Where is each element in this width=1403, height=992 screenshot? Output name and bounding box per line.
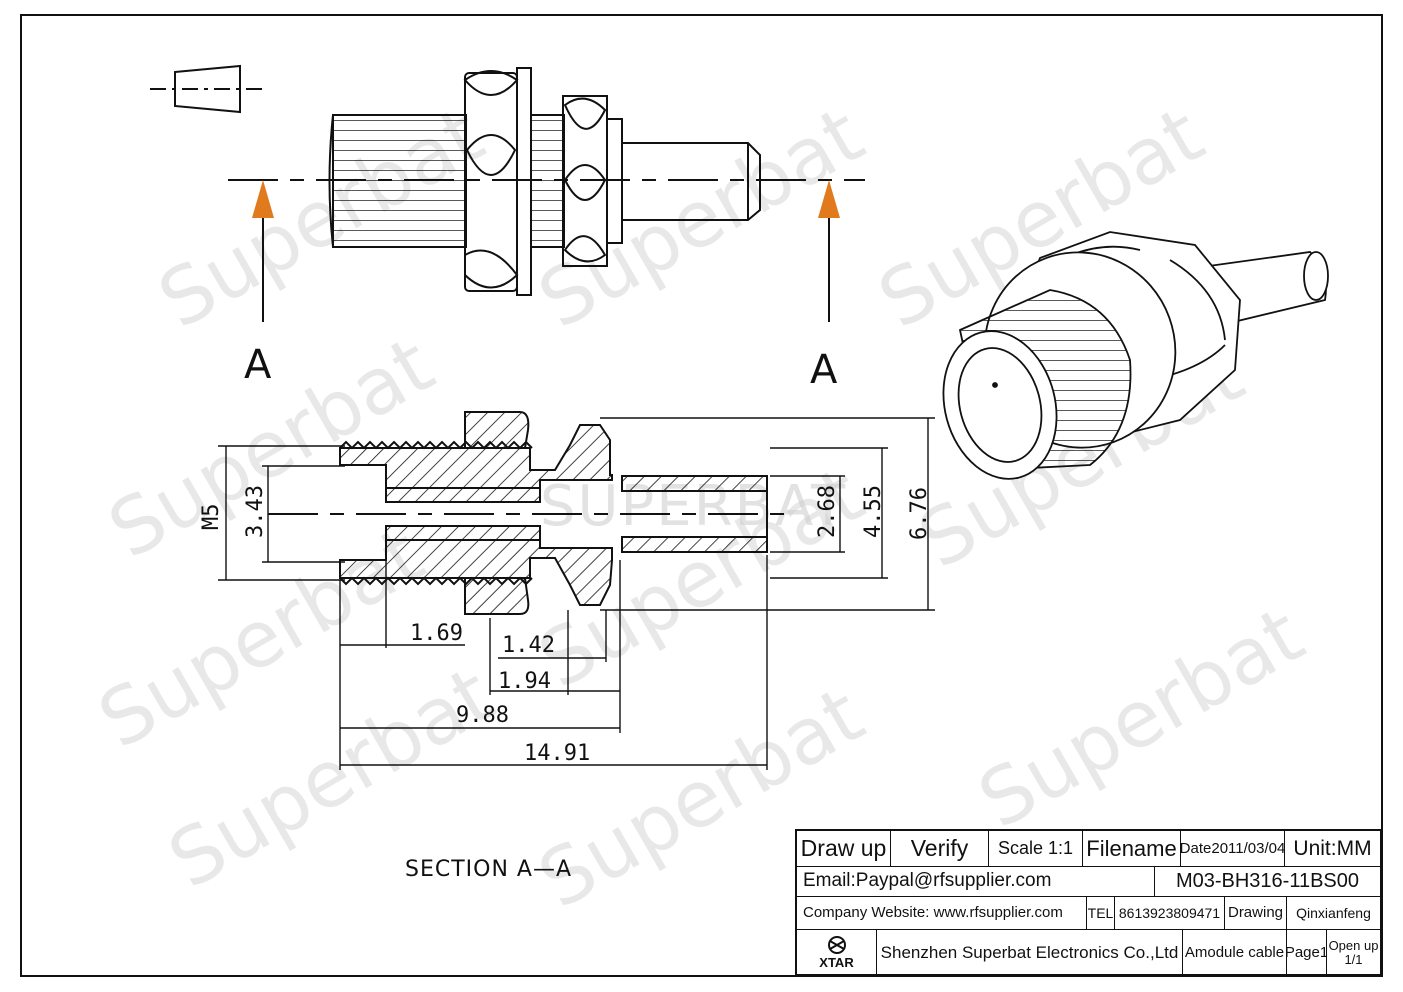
tb-tel-label: TEL: [1087, 896, 1115, 929]
dim-3-43: 3.43: [243, 485, 268, 538]
tb-logo: XTAR: [797, 929, 877, 976]
projection-symbol: [150, 64, 262, 114]
connector-3d-render: [942, 231, 1329, 480]
watermark-text: Superbat: [525, 90, 879, 346]
dim-14-91: 14.91: [524, 741, 590, 766]
dim-1-42: 1.42: [502, 633, 555, 658]
tb-company: Shenzhen Superbat Electronics Co.,Ltd: [877, 929, 1183, 976]
tb-logo-text: XTAR: [819, 955, 854, 970]
tb-drawer: Qinxianfeng: [1296, 904, 1371, 921]
tb-open-up: Open up 1/1: [1327, 929, 1380, 976]
dim-m5: M5: [199, 504, 224, 531]
tb-filename: Filename: [1083, 831, 1181, 866]
tb-drawing-label: Drawing: [1225, 896, 1287, 929]
xtar-logo-icon: [827, 936, 846, 954]
section-arrow-left: [252, 180, 274, 322]
tb-draw-up: Draw up: [797, 831, 891, 866]
dimension-lines: [218, 417, 935, 770]
section-arrow-right: [818, 180, 840, 322]
tb-tel: 8613923809471: [1115, 896, 1225, 929]
dim-2-68: 2.68: [815, 485, 840, 538]
section-mark-left: A: [244, 342, 272, 388]
dim-1-94: 1.94: [498, 669, 551, 694]
dim-9-88: 9.88: [456, 703, 509, 728]
sheet-border: [20, 14, 1383, 977]
top-view: [228, 67, 865, 296]
section-label: SECTION A—A: [405, 857, 572, 882]
tb-website: Company Website: www.rfsupplier.com: [797, 896, 1087, 929]
section-view: [268, 411, 790, 615]
section-mark-right: A: [810, 347, 838, 393]
tb-unit: Unit:MM: [1293, 836, 1372, 860]
tb-open-up-value: 1/1: [1344, 951, 1363, 967]
tb-page: Page1: [1287, 929, 1327, 976]
tb-scale: Scale 1:1: [989, 831, 1083, 866]
tb-part-number: M03-BH316-11BS00: [1175, 869, 1360, 892]
dim-4-55: 4.55: [861, 485, 886, 538]
tb-open-up-label: Open up: [1328, 937, 1379, 953]
dim-6-76: 6.76: [907, 487, 932, 540]
watermark-text: Superbat: [965, 590, 1319, 846]
dim-1-69: 1.69: [410, 621, 463, 646]
tb-email: Email:Paypal@rfsupplier.com: [797, 866, 1155, 896]
tb-verify: Verify: [891, 831, 989, 866]
tb-product: Amodule cable: [1183, 929, 1287, 976]
tb-date: Date2011/03/04: [1181, 831, 1285, 866]
title-block: Draw up Verify Scale 1:1 Filename Date20…: [795, 829, 1382, 976]
